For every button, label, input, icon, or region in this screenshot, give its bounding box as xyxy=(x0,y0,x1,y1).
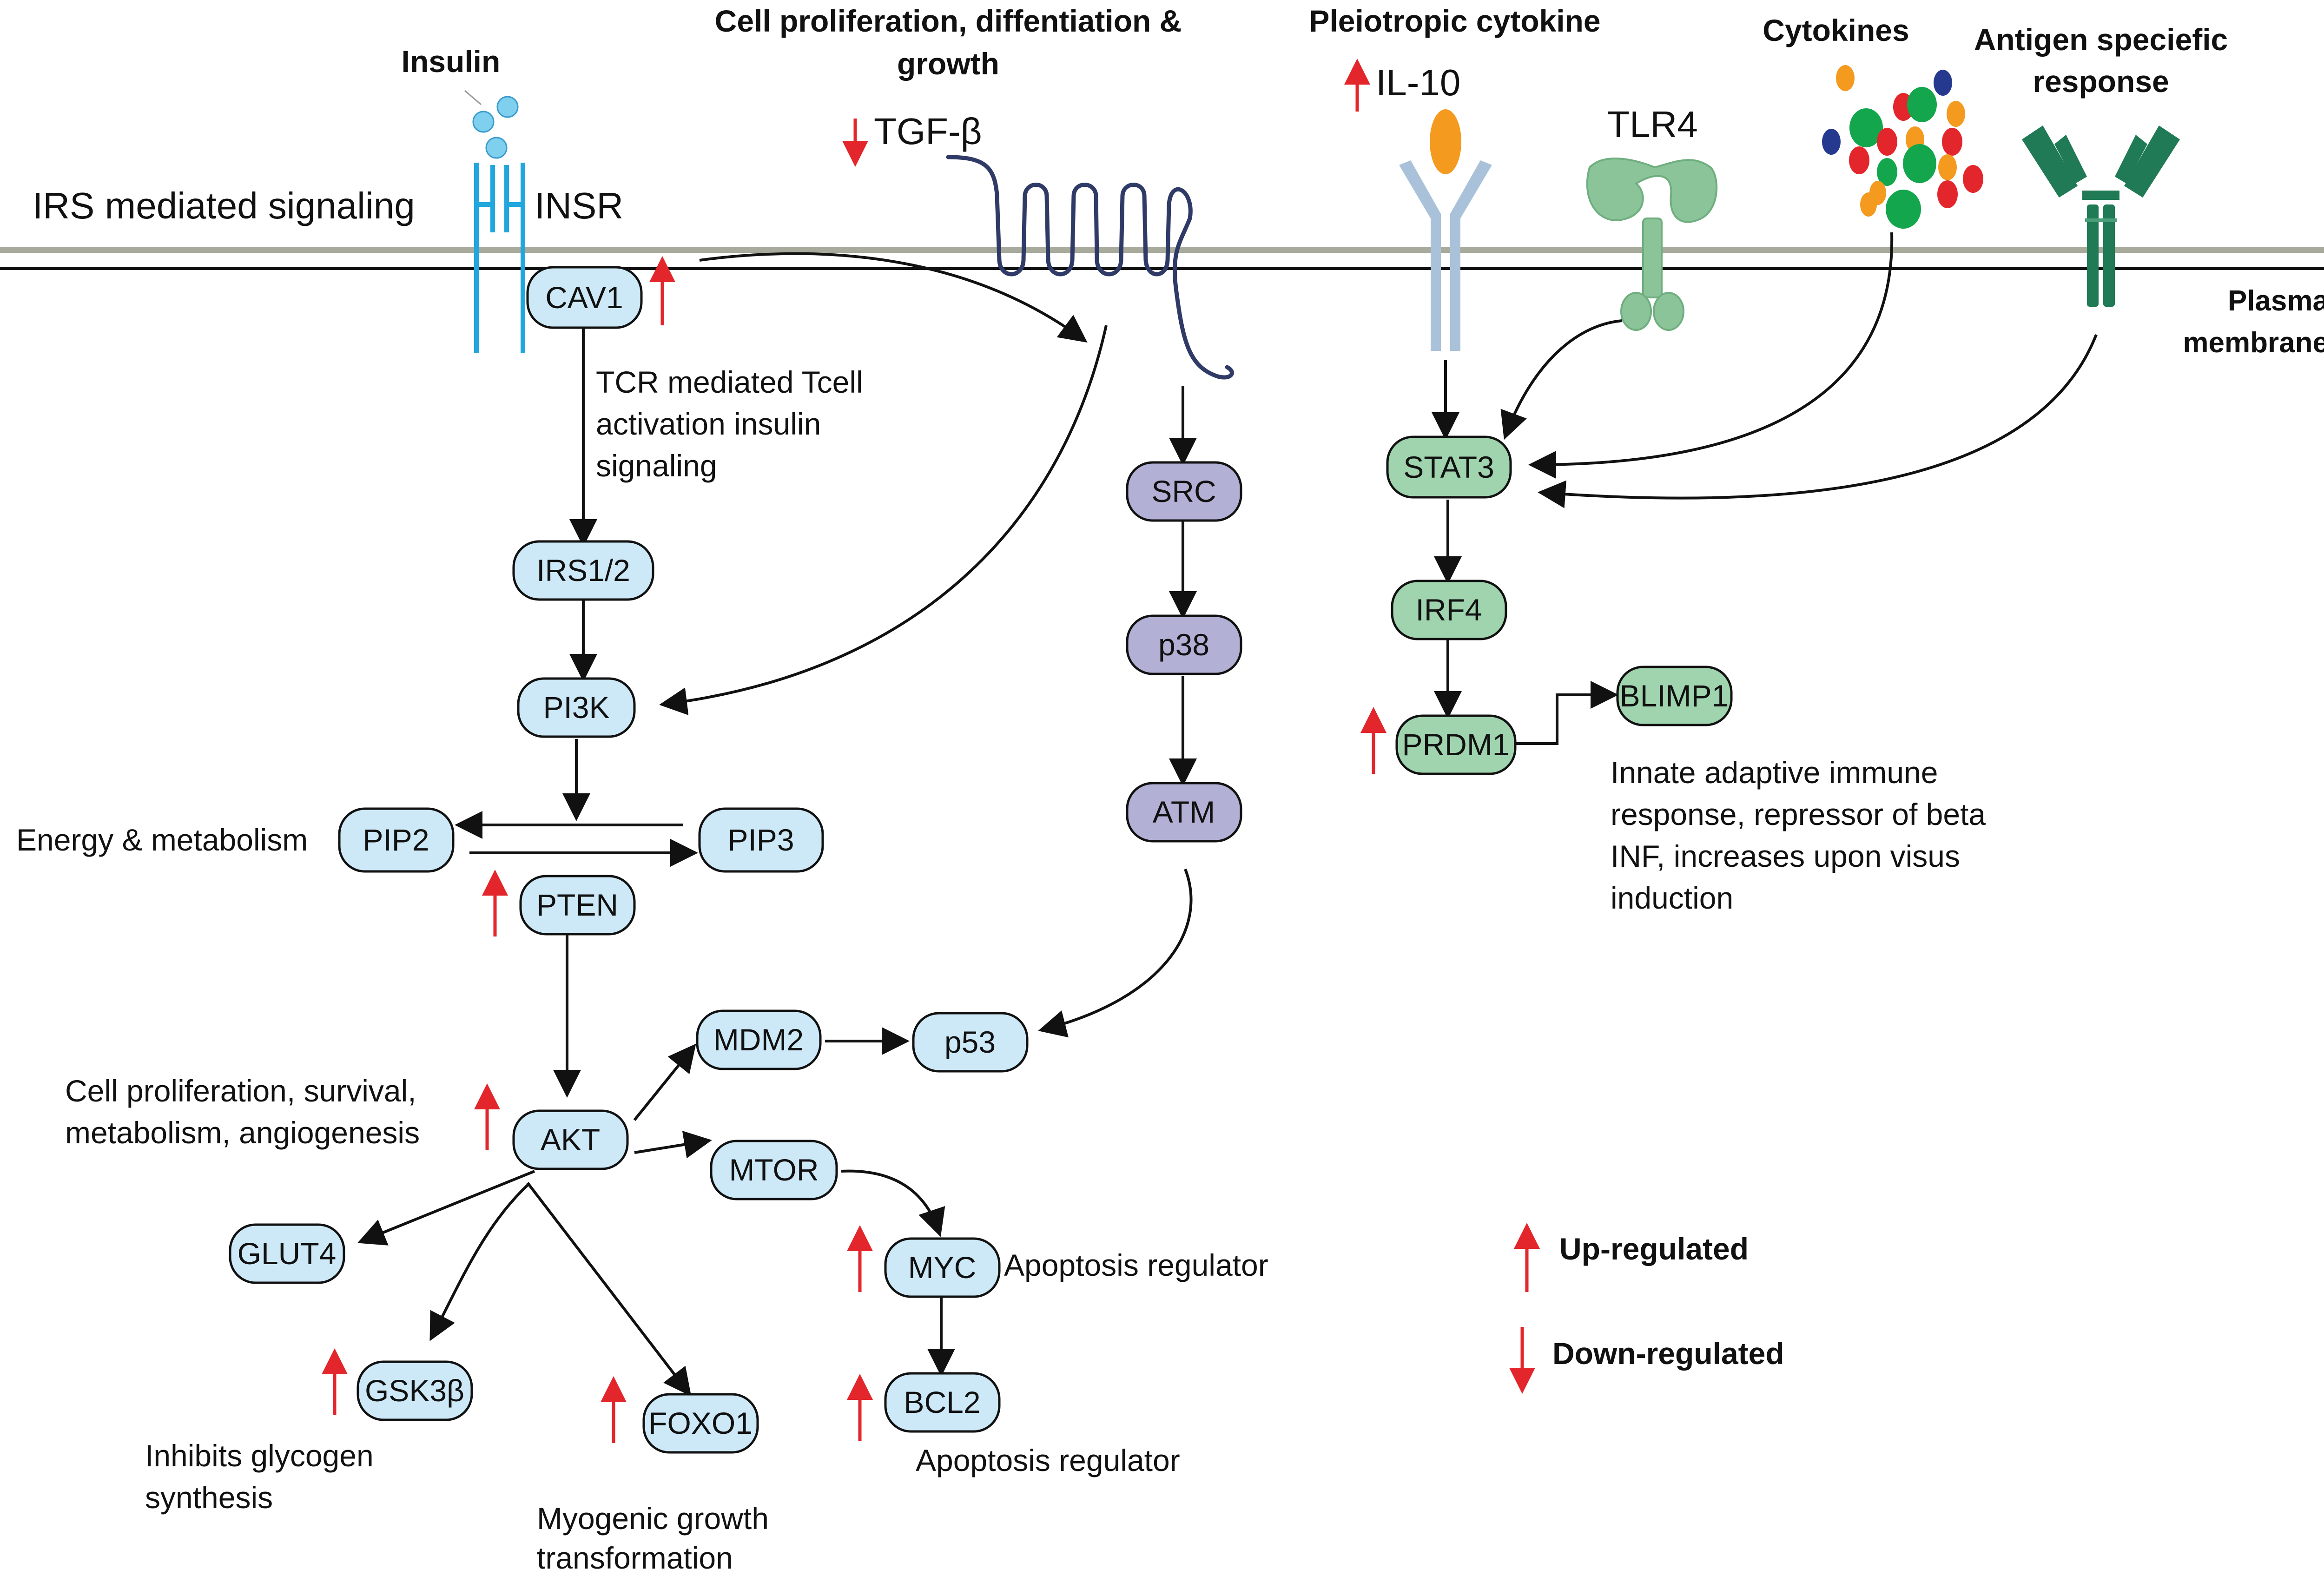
apoptosis-bcl2-label: Apoptosis regulator xyxy=(916,1443,1180,1477)
svg-text:CAV1: CAV1 xyxy=(545,280,623,315)
cell-prolif-survival-line2: metabolism, angiogenesis xyxy=(65,1115,420,1150)
node-mdm2: MDM2 xyxy=(696,1009,822,1070)
svg-text:SRC: SRC xyxy=(1151,474,1216,508)
energy-label: Energy & metabolism xyxy=(16,823,308,857)
svg-text:MYC: MYC xyxy=(908,1250,977,1285)
svg-text:AKT: AKT xyxy=(541,1122,600,1157)
plasma-label-line1: Plasma xyxy=(2228,285,2324,317)
svg-text:PIP3: PIP3 xyxy=(727,823,794,857)
arrow-atm-to-p53 xyxy=(1038,868,1193,1038)
svg-text:BLIMP1: BLIMP1 xyxy=(1620,679,1729,713)
insr-receptor xyxy=(474,163,525,353)
arrow-akt-to-foxo1 xyxy=(526,1182,692,1397)
svg-text:PTEN: PTEN xyxy=(536,888,618,922)
node-bcl2: BCL2 xyxy=(884,1372,1001,1433)
arrow-akt-to-gsk3b xyxy=(429,1184,529,1341)
myogenic-label-line1: Myogenic growth xyxy=(537,1501,769,1536)
arrow-akt-to-mtor xyxy=(634,1131,712,1159)
arrow-cav1-to-tgfbr xyxy=(699,252,1088,343)
innate-label-line4: induction xyxy=(1611,881,1733,915)
node-pi3k: PI3K xyxy=(517,677,636,738)
legend-down-label: Down-regulated xyxy=(1552,1336,1784,1371)
node-src: SRC xyxy=(1126,461,1242,522)
svg-text:p38: p38 xyxy=(1158,627,1209,662)
svg-text:MTOR: MTOR xyxy=(729,1153,819,1187)
cell-prolif-header-line2: growth xyxy=(897,46,999,81)
svg-text:IRS1/2: IRS1/2 xyxy=(536,553,630,587)
node-p38: p38 xyxy=(1126,614,1242,675)
svg-text:GSK3β: GSK3β xyxy=(365,1373,464,1408)
node-foxo1: FOXO1 xyxy=(642,1393,759,1454)
svg-text:ATM: ATM xyxy=(1153,795,1215,829)
svg-text:GLUT4: GLUT4 xyxy=(238,1236,337,1271)
insulin-header: Insulin xyxy=(402,44,501,79)
cytokine-molecules xyxy=(1822,65,1983,229)
arrow-antibody-to-stat3 xyxy=(1538,334,2098,508)
innate-label-line2: response, repressor of beta xyxy=(1611,797,1986,831)
node-blimp1: BLIMP1 xyxy=(1616,666,1733,726)
pleiotropic-header: Pleiotropic cytokine xyxy=(1309,4,1600,38)
node-glut4: GLUT4 xyxy=(229,1223,345,1284)
inhibits-label-line1: Inhibits glycogen xyxy=(145,1438,374,1473)
node-irf4: IRF4 xyxy=(1391,580,1507,640)
node-gsk3b: GSK3β xyxy=(357,1360,473,1421)
arrow-cytokines-to-stat3 xyxy=(1528,232,1894,479)
node-akt: AKT xyxy=(512,1109,629,1170)
apoptosis-myc-label: Apoptosis regulator xyxy=(1004,1248,1268,1282)
antigen-header-line2: response xyxy=(2033,64,2169,99)
tcr-label-line2: activation insulin xyxy=(596,407,821,441)
innate-label-line3: INF, increases upon visus xyxy=(1611,839,1960,873)
svg-text:STAT3: STAT3 xyxy=(1403,450,1494,484)
node-stat3: STAT3 xyxy=(1386,435,1512,499)
irs-signaling-label: IRS mediated signaling xyxy=(33,185,415,226)
arrow-akt-to-mdm2 xyxy=(633,1043,696,1121)
svg-text:PIP2: PIP2 xyxy=(363,823,429,857)
antibody-receptor xyxy=(2022,125,2180,307)
tlr4-label: TLR4 xyxy=(1607,104,1698,145)
tgfb-label: TGF-β xyxy=(874,111,982,152)
node-myc: MYC xyxy=(884,1237,1001,1298)
tcr-label-line1: TCR mediated Tcell xyxy=(596,365,863,399)
cell-prolif-survival-line1: Cell proliferation, survival, xyxy=(65,1074,416,1108)
antigen-header-line1: Antigen specieﬁc xyxy=(1974,22,2228,57)
svg-text:FOXO1: FOXO1 xyxy=(648,1406,753,1440)
arrow-prdm1-to-blimp1 xyxy=(1515,681,1618,745)
il10-label: IL-10 xyxy=(1376,62,1460,103)
node-cav1: CAV1 xyxy=(526,266,643,329)
node-atm: ATM xyxy=(1126,782,1242,843)
svg-text:p53: p53 xyxy=(944,1025,996,1059)
node-pten: PTEN xyxy=(519,875,636,936)
node-p53: p53 xyxy=(912,1012,1029,1073)
insr-label: INSR xyxy=(535,185,623,226)
node-pip3: PIP3 xyxy=(698,807,824,873)
cell-prolif-header-line1: Cell proliferation, diffentiation & xyxy=(715,4,1182,38)
il10-receptor xyxy=(1399,109,1492,351)
tgfb-receptor xyxy=(946,155,1234,380)
innate-label-line1: Innate adaptive immune xyxy=(1611,755,1938,790)
cytokines-header: Cytokines xyxy=(1763,13,1909,47)
svg-text:PI3K: PI3K xyxy=(543,690,609,725)
arrow-tlr4-to-stat3 xyxy=(1500,319,1623,440)
arrow-mtor-to-myc xyxy=(841,1169,945,1237)
arrow-akt-to-glut4 xyxy=(357,1170,535,1246)
inhibits-label-line2: synthesis xyxy=(145,1480,273,1515)
node-mtor: MTOR xyxy=(710,1140,838,1200)
svg-text:MDM2: MDM2 xyxy=(713,1022,804,1057)
tcr-label-line3: signaling xyxy=(596,448,717,483)
svg-text:IRF4: IRF4 xyxy=(1415,593,1482,627)
node-irs12: IRS1/2 xyxy=(512,540,654,601)
myogenic-label-line2: transformation xyxy=(537,1541,733,1575)
legend-up-label: Up-regulated xyxy=(1559,1232,1749,1266)
svg-text:BCL2: BCL2 xyxy=(904,1385,980,1419)
plasma-label-line2: membrane xyxy=(2183,327,2324,359)
arrow-tgfbr-to-pi3k xyxy=(659,325,1108,715)
tlr4-receptor xyxy=(1586,158,1718,331)
insulin-molecules xyxy=(464,90,519,159)
node-pip2: PIP2 xyxy=(338,807,455,873)
node-prdm1: PRDM1 xyxy=(1395,714,1517,775)
svg-text:PRDM1: PRDM1 xyxy=(1402,727,1509,762)
